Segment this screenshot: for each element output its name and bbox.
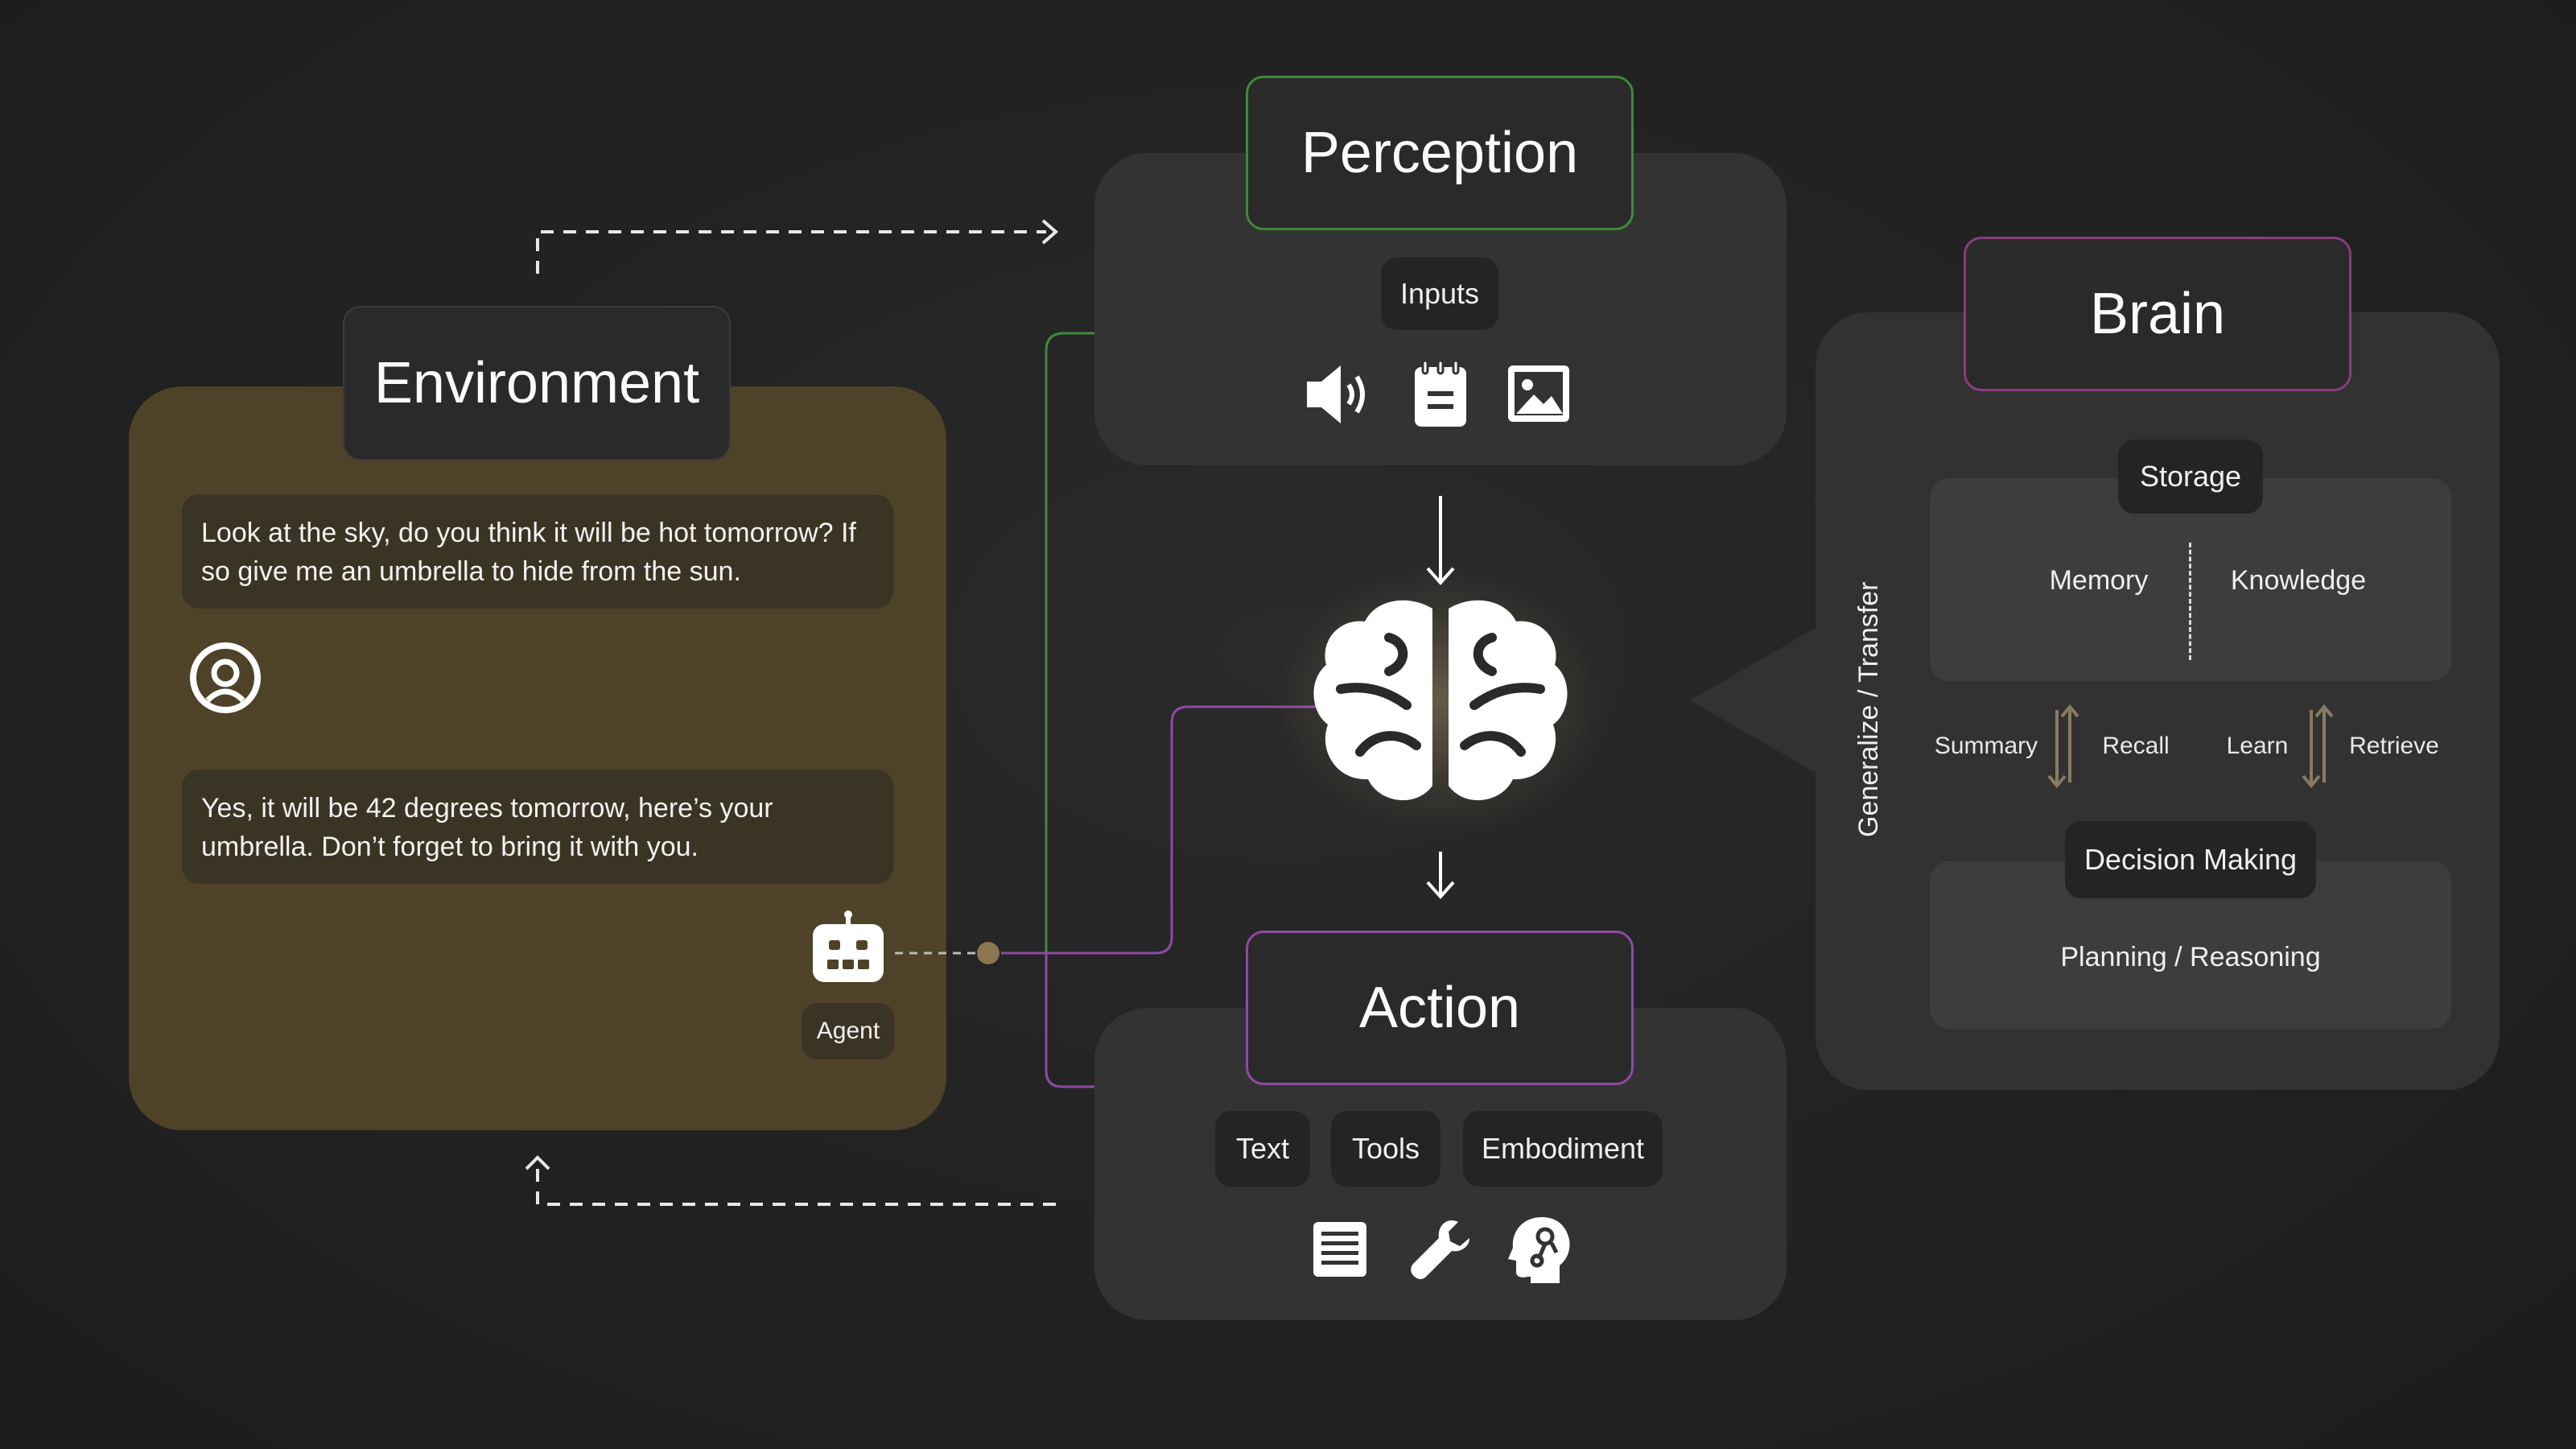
action-title: Action [1246, 931, 1634, 1085]
environment-title-text: Environment [373, 351, 700, 415]
tools-chip-label: Tools [1351, 1132, 1420, 1165]
storage-chip-label: Storage [2139, 460, 2242, 493]
embodiment-chip-label: Embodiment [1481, 1132, 1645, 1165]
action-link-line [1045, 953, 1094, 1088]
notepad-icon [1413, 359, 1468, 428]
brain-panel-pointer [1690, 628, 1816, 773]
head-gear-icon [1506, 1214, 1571, 1283]
perception-title-text: Perception [1300, 121, 1579, 185]
planning-reasoning-label: Planning / Reasoning [2060, 942, 2321, 972]
text-chip: Text [1215, 1111, 1310, 1187]
summary-recall-arrows [2047, 704, 2079, 789]
speaker-icon [1304, 361, 1376, 428]
tools-chip: Tools [1331, 1111, 1440, 1187]
perception-title: Perception [1246, 76, 1634, 230]
user-avatar-icon [188, 641, 262, 715]
brain-title: Brain [1964, 237, 2351, 391]
agent-message-text: Yes, it will be 42 degrees tomorrow, her… [201, 793, 773, 862]
action-title-text: Action [1358, 976, 1521, 1040]
perception-link-line [1001, 332, 1094, 955]
brain-title-text: Brain [2089, 282, 2226, 346]
retrieve-label: Retrieve [2349, 733, 2439, 759]
robot-icon [810, 910, 887, 987]
storage-chip: Storage [2118, 440, 2263, 514]
learn-label: Learn [2226, 733, 2289, 759]
embodiment-chip: Embodiment [1463, 1111, 1663, 1187]
recall-label: Recall [2102, 733, 2170, 759]
user-message-text: Look at the sky, do you think it will be… [201, 518, 856, 587]
generalize-transfer-label: Generalize / Transfer [1844, 515, 1893, 837]
decision-making-label: Decision Making [2083, 843, 2298, 876]
environment-title: Environment [343, 306, 731, 460]
agent-node-dot [977, 942, 999, 964]
storage-divider [2189, 543, 2191, 660]
generalize-transfer-text: Generalize / Transfer [1853, 581, 1884, 837]
knowledge-label: Knowledge [2230, 565, 2367, 596]
summary-label: Summary [1934, 733, 2038, 759]
user-message-bubble: Look at the sky, do you think it will be… [182, 494, 893, 609]
text-lines-icon [1312, 1220, 1368, 1278]
agent-message-bubble: Yes, it will be 42 degrees tomorrow, her… [182, 770, 893, 884]
memory-label: Memory [2049, 565, 2149, 596]
agent-label: Agent [802, 1003, 895, 1059]
image-icon [1506, 364, 1571, 423]
brain-icon [1312, 594, 1569, 807]
agent-label-text: Agent [816, 1018, 880, 1044]
decision-making-chip: Decision Making [2065, 821, 2316, 898]
inputs-chip-text: Inputs [1399, 277, 1480, 310]
learn-retrieve-arrows [2302, 704, 2334, 789]
wrench-icon [1408, 1217, 1473, 1282]
inputs-chip: Inputs [1381, 258, 1498, 330]
brain-link-line [1001, 705, 1320, 955]
action-to-env-dashed [536, 1169, 1056, 1206]
text-chip-label: Text [1235, 1132, 1290, 1165]
env-to-perception-dashed [536, 230, 1046, 274]
